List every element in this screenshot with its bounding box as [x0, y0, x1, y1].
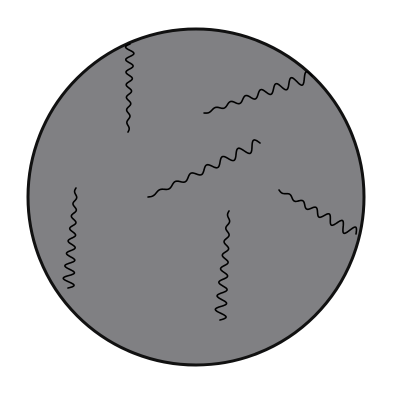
squiggle-3 — [147, 139, 261, 198]
squiggle-group — [62, 43, 358, 321]
squiggle-5 — [214, 210, 231, 321]
petri-dish-circle — [26, 27, 366, 367]
squiggle-6 — [278, 189, 358, 235]
squiggle-1 — [124, 43, 135, 133]
squiggle-4 — [62, 187, 78, 289]
squiggle-2 — [203, 70, 313, 114]
